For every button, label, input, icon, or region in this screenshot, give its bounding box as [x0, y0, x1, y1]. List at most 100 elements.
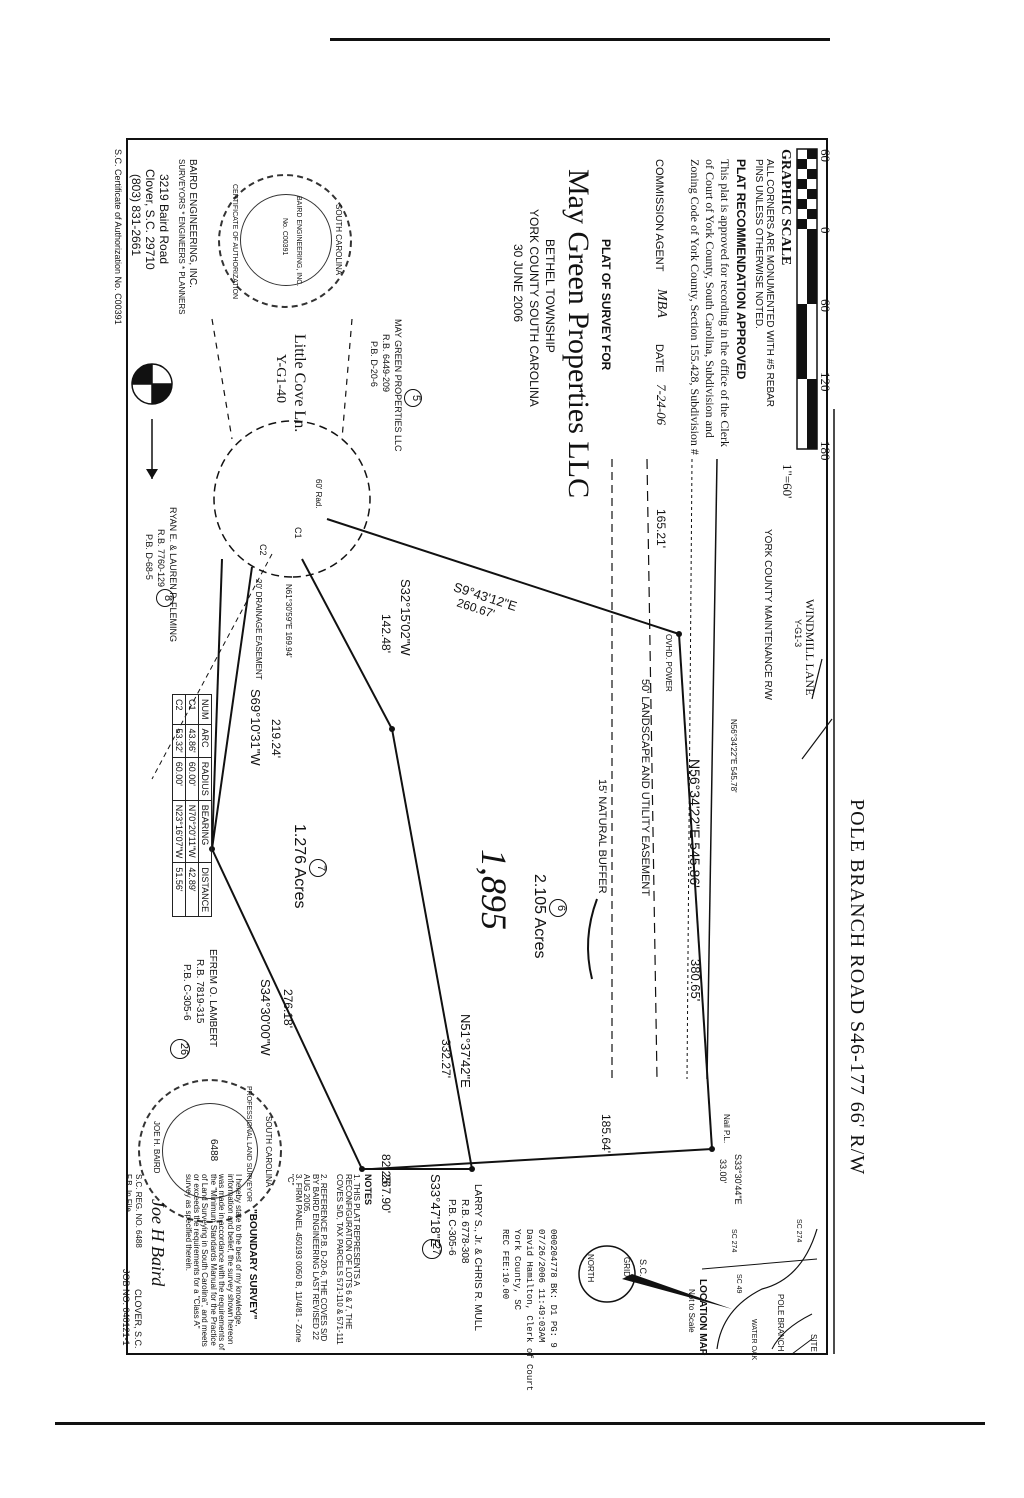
boundary-lot-line-2 [301, 558, 393, 730]
location-map-label-2: SITE [809, 1334, 818, 1352]
pole-branch-road-label: POLE BRANCH ROAD S46-177 66' R/W [846, 799, 868, 1176]
windmill-lane-label: WINDMILL LANE [803, 599, 817, 696]
boundary-south-2 [211, 848, 363, 1170]
corner-pin [209, 846, 215, 852]
bearing-b7: S33°47'18"E [428, 1174, 443, 1248]
curve-cell: 53.32' [172, 724, 186, 758]
handwritten-mark [587, 898, 598, 980]
bearing-d5: N61°30'59"E 169.94' [284, 584, 293, 658]
row-line-outer [706, 458, 718, 1080]
lot-5-rb: R.B. 6449-209 [381, 334, 391, 393]
corner-pin [359, 1166, 365, 1172]
lot-6-acres: 2.105 Acres [531, 874, 548, 959]
lot-7-acres: 1.276 Acres [291, 824, 308, 909]
scale-tick-4: 120 [818, 372, 833, 392]
grid-seal-text-2: GRID [622, 1257, 631, 1277]
curve-cell: 60.00' [185, 757, 199, 801]
lot-8-pb: P.B. D-68-5 [144, 534, 154, 580]
surveyor-seal-text-4: JOE H. BAIRD [152, 1121, 161, 1174]
bearing-b4: S69°10'31"W [248, 689, 263, 766]
lot-8-boundary [211, 566, 253, 850]
commission-agent-label: COMMISSION AGENT [653, 159, 665, 272]
note-1: 1. THIS PLAT REPRESENTS A RECONFIGURATIO… [335, 1174, 361, 1345]
bearing-b7-distance: 267.90' [379, 1174, 393, 1213]
bearing-b6-distance: 276.18' [281, 989, 295, 1028]
curve-cell: 51.56' [172, 862, 186, 917]
recording-line-2: 07/26/2006 11:49:03AM [536, 1229, 546, 1343]
curve-cell: 42.89' [185, 862, 199, 917]
curve-cell: 43.86' [185, 724, 199, 758]
lot-27-pb: P.B. C-305-6 [446, 1199, 457, 1256]
lot-27-number: 27 [422, 1239, 442, 1259]
top-scan-line [330, 38, 830, 41]
scale-tick-5: 180 [818, 441, 833, 461]
lot-26-pb: P.B. C-305-6 [181, 964, 192, 1021]
surveyor-signature: Joe H Baird [148, 1199, 168, 1287]
bottom-scan-line [55, 1422, 985, 1425]
graphic-scale-title: GRAPHIC SCALE [778, 149, 793, 266]
note-2: 2. REFERENCE P.B. D-20-6, THE COVES S/D … [302, 1174, 328, 1342]
corner-pin [676, 631, 682, 637]
lot-26-rb: R.B. 7819-315 [194, 959, 205, 1024]
landscape-easement-label: 50' LANDSCAPE AND UTILITY EASEMENT [639, 679, 651, 897]
easement-line-dashed [646, 458, 658, 1080]
table-row: C1 43.86' 60.00' N70°20'11"W 42.89' [185, 694, 199, 917]
scale-tick-2: 0 [818, 227, 833, 234]
lot-5-owner: MAY GREEN PROPERTIES LLC [393, 319, 403, 452]
firm-seal-text-1: SOUTH CAROLINA [334, 204, 343, 276]
little-cove-label: Little Cove Ln. [291, 334, 308, 433]
drainage-easement-line [151, 553, 273, 780]
location-map-sketch [701, 1228, 818, 1355]
scale-tick-1: 60 [818, 149, 833, 162]
lot-26-number: 26 [170, 1039, 190, 1059]
curve-cell: C2 [172, 694, 186, 724]
nail-pl-label: Nail P.L. [722, 1114, 731, 1144]
grid-north-icon [578, 1245, 732, 1309]
curve-cell: C1 [185, 694, 199, 724]
bearing-b8-distance: 33.00' [718, 1159, 728, 1184]
curve-cell: 60.00' [172, 757, 186, 801]
location-map-label-1: POLE BRANCH [776, 1294, 785, 1352]
certification-text: I hereby state to the best of my knowled… [183, 1174, 243, 1351]
surveyor-reg-no: S.C. REG. NO. 6488 [134, 1174, 143, 1248]
curve-table-header-cell: RADIUS [198, 757, 212, 801]
job-location: CLOVER, S.C. [133, 1289, 143, 1349]
little-cove-road-edge-2 [211, 318, 233, 440]
location-map-title: LOCATION MAP [697, 1279, 708, 1356]
table-row: C2 53.32' 60.00' N23°16'07"W 51.56' [172, 694, 186, 917]
cul-de-sac [213, 420, 371, 578]
plat-drawing: GRAPHIC SCALE 60 0 60 120 180 1"=60' ALL… [112, 79, 912, 1419]
date-label: DATE [653, 344, 665, 373]
bearing-b6: S34°30'00"W [258, 979, 273, 1056]
curve-table-header-cell: NUM [198, 694, 212, 724]
location-map-label-6: SC 274 [795, 1219, 802, 1243]
grid-seal-text-1: S.C. [638, 1259, 648, 1277]
firm-phone: (803) 831-2661 [129, 174, 143, 257]
note-3: 3. FIRM PANEL 450193 0050 B, 11/4/81 - Z… [285, 1174, 303, 1343]
plat-frame [126, 138, 828, 1355]
lot-7-number: 7 [309, 859, 327, 877]
windmill-lane-line-2 [801, 718, 833, 760]
bearing-b3: S32°15'02"W [398, 579, 413, 656]
surveyor-seal-text-2: PROFESSIONAL LAND SURVEYOR [245, 1086, 252, 1202]
distance-380: 380.65' [688, 959, 703, 1002]
corner-pin [469, 1166, 475, 1172]
bearing-b2: N56°34'22"E 545.86' [687, 759, 703, 888]
lot-5-number: 5 [404, 389, 422, 407]
lot-8-owner: RYAN E. & LAUREN P. FLEMING [168, 507, 178, 643]
maintenance-row: YORK COUNTY MAINTENANCE R/W [762, 529, 773, 700]
township: BETHEL TOWNSHIP [543, 239, 557, 353]
firm-address-2: Clover, S.C. 29710 [143, 169, 157, 270]
grid-seal-text-3: NORTH [586, 1254, 595, 1283]
bearing-b8: S33°30'44"E [733, 1154, 743, 1205]
curve-table-header-cell: ARC [198, 724, 212, 758]
rebar-note: ALL CORNERS ARE MONUMENTED WITH #5 REBAR… [753, 159, 776, 408]
graphic-scale-bar [796, 148, 818, 450]
surveyor-seal-text-3: 6488 [208, 1139, 219, 1162]
firm-certificate: S.C. Certificate of Authorization No. C0… [113, 149, 123, 325]
curve-table-header: NUM ARC RADIUS BEARING DISTANCE [198, 694, 212, 917]
windmill-lane-line [811, 658, 823, 700]
lot-26-owner: EFREM O. LAMBERT [207, 949, 218, 1048]
scale-ratio: 1"=60' [780, 464, 795, 499]
